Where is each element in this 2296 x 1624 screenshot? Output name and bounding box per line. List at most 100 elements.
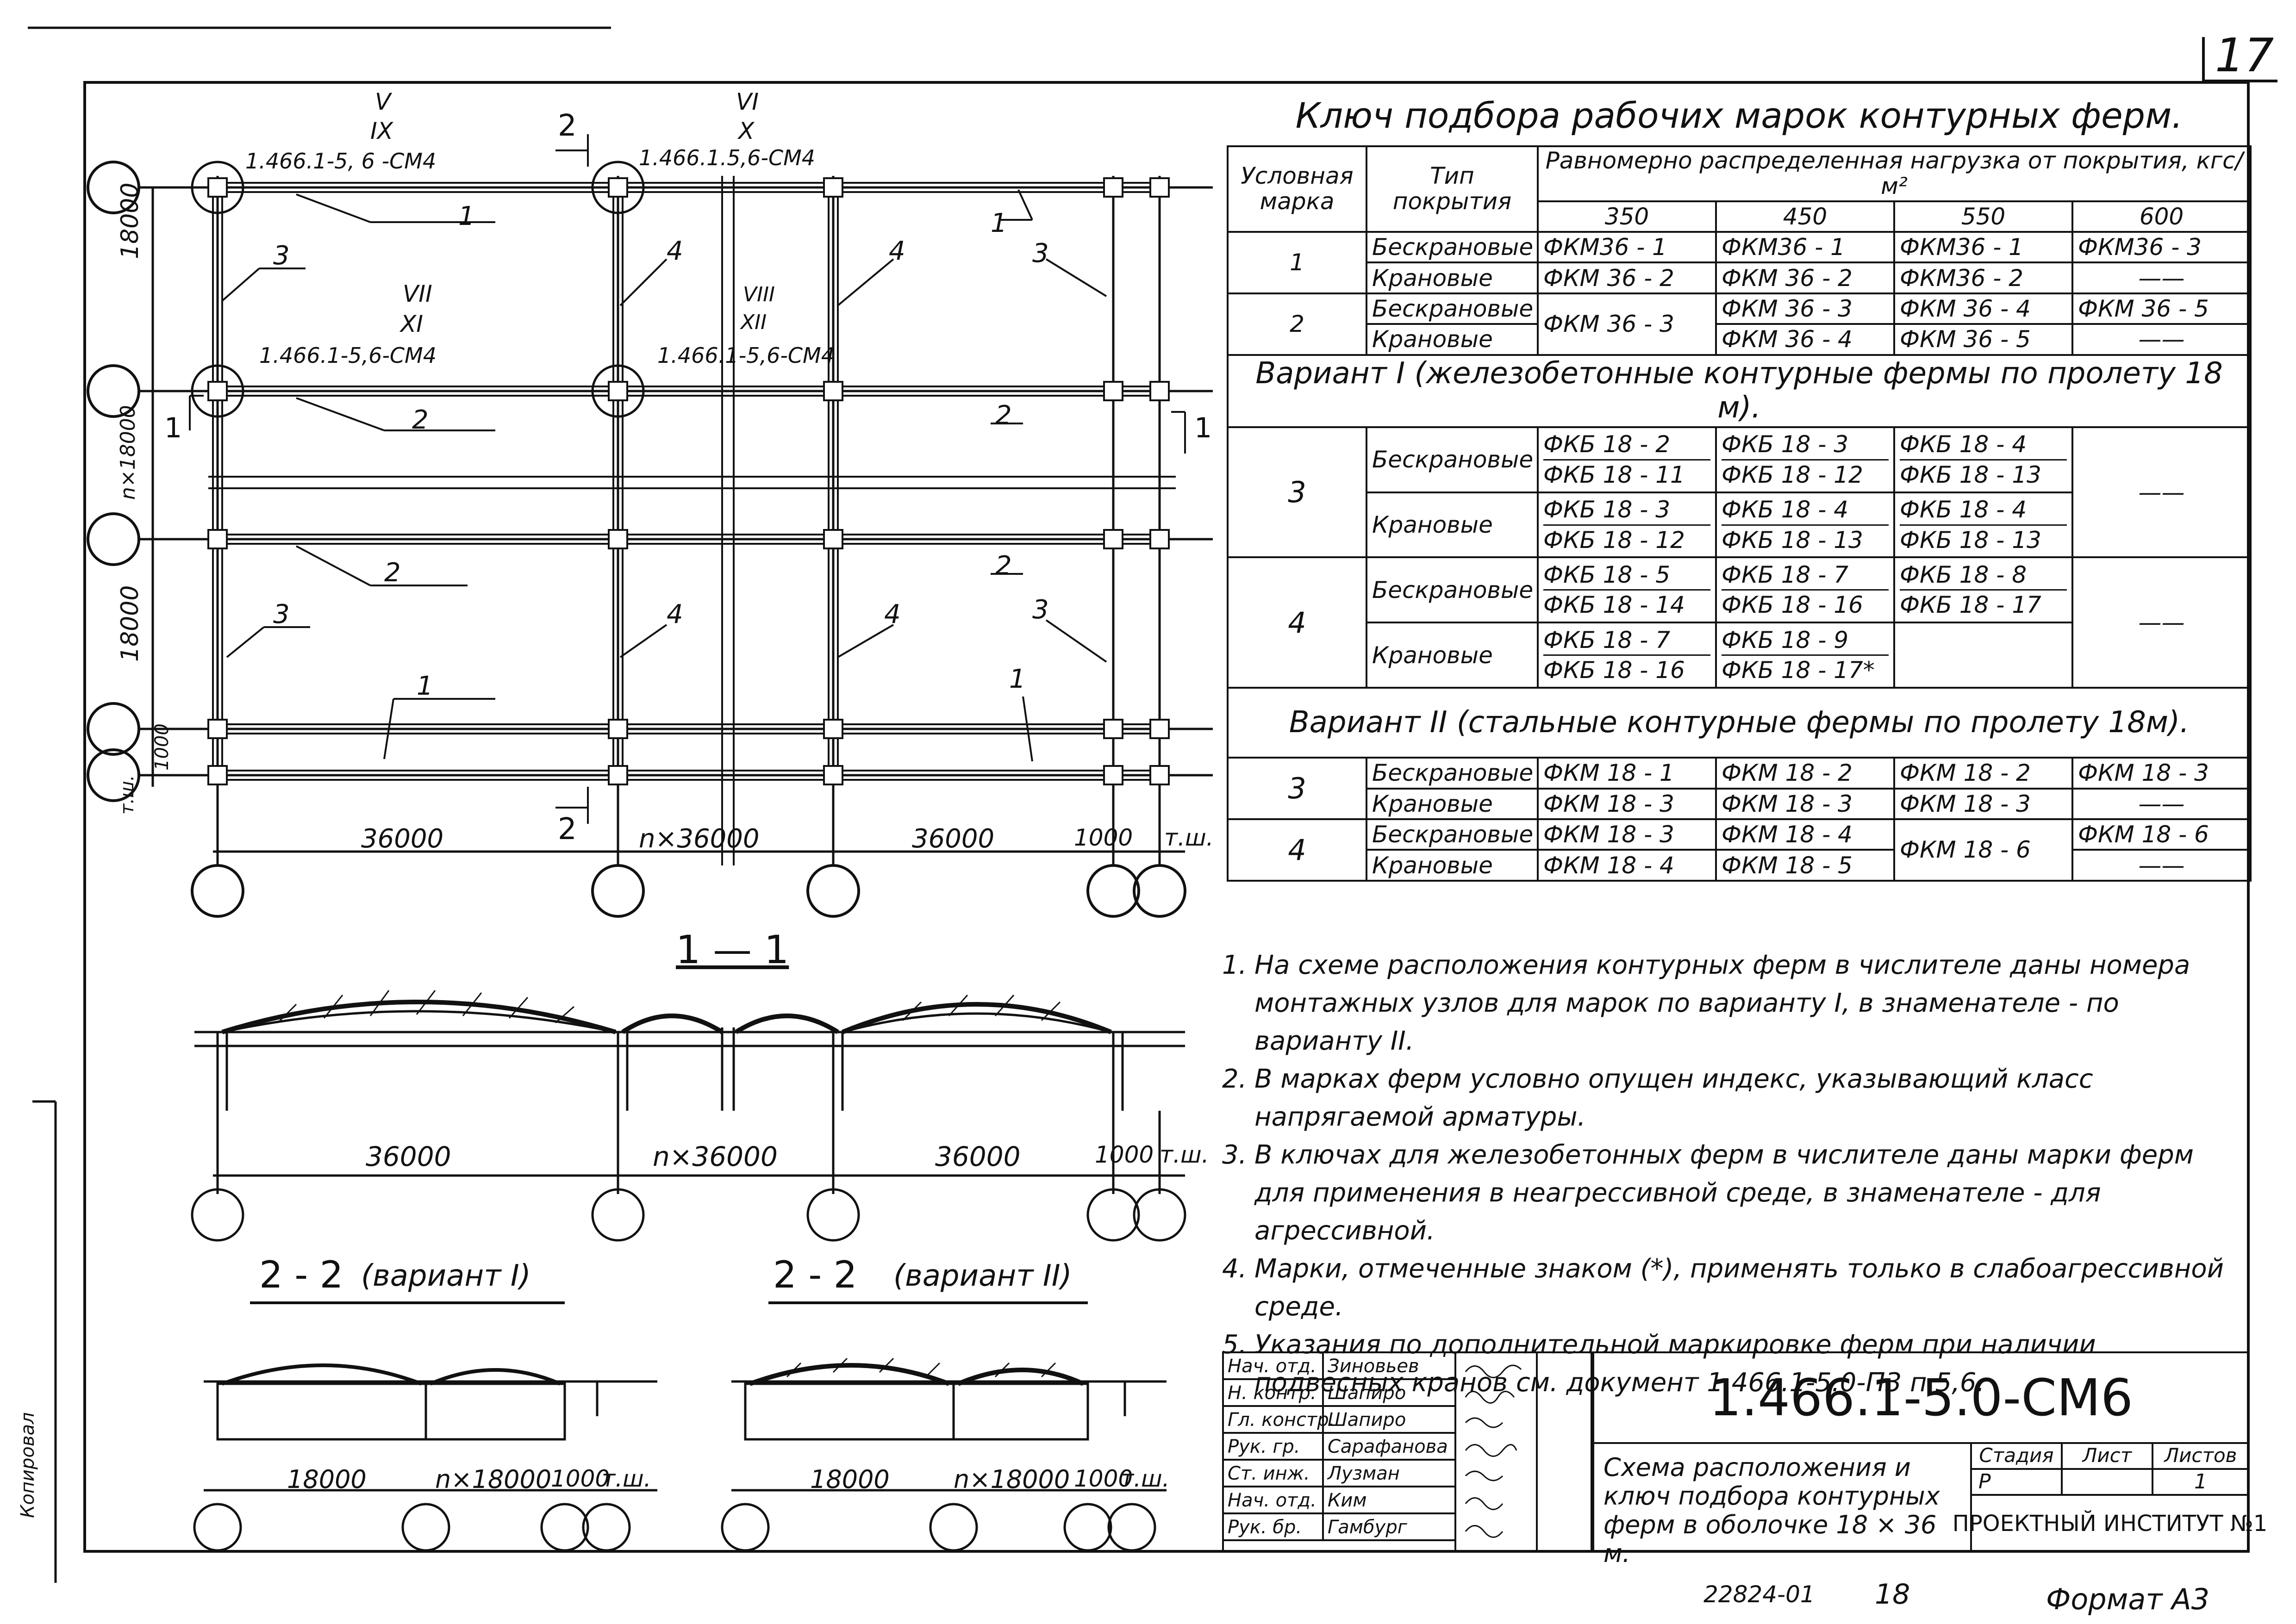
- key-num: ФКБ 18 - 7: [1543, 626, 1710, 656]
- callout: 3: [1032, 595, 1049, 625]
- stamp-name: Сарафанова: [1322, 1432, 1456, 1461]
- dim-horizontal: 18000: [810, 1465, 890, 1494]
- key-cell: ФКМ 18 - 6: [1893, 818, 2073, 882]
- variant-1-header: Вариант I (железобетонные контурные ферм…: [1226, 354, 2252, 428]
- selection-key-table: Ключ подбора рабочих марок контурных фер…: [1226, 86, 2252, 882]
- callout: 1: [1009, 664, 1026, 694]
- node-label-bottom: XII: [741, 311, 767, 334]
- key-mark: 1: [1227, 230, 1367, 294]
- dim-horizontal: 36000: [935, 1141, 1021, 1172]
- layout-plan: [87, 134, 1213, 918]
- dim-horizontal: n×18000: [435, 1465, 552, 1494]
- callout: 3: [273, 599, 290, 629]
- note-text: В ключах для железобетонных ферм в числи…: [1254, 1140, 2194, 1246]
- node-label-top: V: [375, 88, 391, 115]
- key-type: Крановые: [1366, 261, 1539, 294]
- dim-horizontal: т.ш.: [1164, 824, 1214, 851]
- dim-horizontal: 1000: [1074, 1465, 1133, 1492]
- key-mark: 4: [1227, 818, 1367, 882]
- callout: 4: [889, 236, 905, 266]
- stamp-name: Шапиро: [1322, 1405, 1456, 1434]
- sheets-value: 1: [2152, 1468, 2250, 1496]
- key-type: Крановые: [1366, 491, 1539, 559]
- section-mark: 2: [558, 812, 577, 846]
- node-label-bottom: IX: [370, 118, 393, 144]
- key-type: Бескрановые: [1366, 426, 1539, 493]
- node-label-bottom: XI: [400, 311, 423, 337]
- section-1-1-drawing: [191, 990, 1186, 1242]
- note-number: 3.: [1222, 1140, 1247, 1170]
- stamp-name: Лузман: [1322, 1459, 1456, 1487]
- stamp-role: Нач. отд.: [1222, 1486, 1324, 1514]
- key-type: Бескрановые: [1366, 230, 1539, 264]
- key-cell: ФКМ36 - 1: [1715, 230, 1895, 264]
- key-type: Крановые: [1366, 323, 1539, 356]
- node-label-top: VIII: [743, 283, 775, 306]
- note-item: 1.На схеме расположения контурных ферм в…: [1222, 946, 2231, 1060]
- dim-horizontal: n×36000: [639, 824, 760, 854]
- key-type: Крановые: [1366, 787, 1539, 820]
- section-2-2-title: 2 - 2: [259, 1253, 343, 1296]
- dim-horizontal: n×18000: [954, 1465, 1070, 1494]
- node-label-bottom: X: [738, 118, 755, 144]
- dim-horizontal: n×36000: [653, 1141, 778, 1172]
- section-1-1-title: 1 — 1: [676, 927, 789, 972]
- load-600: 600: [2071, 200, 2252, 233]
- key-num: ФКБ 18 - 8: [1900, 560, 2067, 591]
- key-cell: ——: [2071, 787, 2252, 820]
- key-cell: ФКМ36 - 2: [1893, 261, 2073, 294]
- stamp-name: Зиновьев: [1322, 1351, 1456, 1380]
- callout: 1: [458, 201, 475, 231]
- dim-horizontal: 36000: [912, 824, 995, 854]
- key-cell: ——: [2071, 261, 2252, 294]
- key-cell: ФКМ36 - 1: [1893, 230, 2073, 264]
- note-text: На схеме расположения контурных ферм в ч…: [1254, 950, 2190, 1056]
- key-den: ФКБ 18 - 14: [1543, 591, 1685, 619]
- sheet-label: Лист: [2061, 1442, 2153, 1470]
- sheet-value: [2061, 1468, 2153, 1496]
- note-number: 2.: [1222, 1064, 1247, 1094]
- node-ref: 1.466.1-5,6-СМ4: [657, 343, 835, 368]
- key-cell: ФКМ 36 - 3: [1715, 292, 1895, 325]
- key-cell: ФКМ 36 - 3: [1537, 292, 1717, 356]
- key-type: Крановые: [1366, 849, 1539, 882]
- key-mark: 3: [1227, 757, 1367, 820]
- stamp-name: Шапиро: [1322, 1378, 1456, 1407]
- key-cell: ФКМ 18 - 3: [1537, 787, 1717, 820]
- header-load: Равномерно распределенная нагрузка от по…: [1536, 145, 2252, 202]
- key-den: ФКБ 18 - 17*: [1722, 657, 1875, 684]
- callout: 3: [1032, 238, 1049, 268]
- section-mark: 1: [1194, 412, 1212, 444]
- header-cover-type: Тип покрытия: [1366, 145, 1539, 233]
- note-item: 2.В марках ферм условно опущен индекс, у…: [1222, 1060, 2231, 1136]
- key-num: ФКБ 18 - 9: [1722, 626, 1889, 656]
- dim-horizontal: 36000: [361, 824, 444, 854]
- section-2-2-variant: (вариант I): [361, 1259, 531, 1293]
- key-den: ФКБ 18 - 13: [1722, 526, 1863, 554]
- dim-horizontal: 18000: [287, 1465, 367, 1494]
- key-den: ФКБ 18 - 11: [1543, 461, 1685, 488]
- key-mark: 2: [1227, 292, 1367, 356]
- key-cell: ФКМ 18 - 4: [1715, 818, 1895, 851]
- sheets-label: Листов: [2152, 1442, 2250, 1470]
- signature-scribbles: [1465, 1364, 1522, 1538]
- key-num: ФКБ 18 - 2: [1543, 430, 1710, 460]
- callout: 4: [667, 236, 683, 266]
- doc-number-cell: 1.466.1-5.0-СМ6: [1592, 1351, 2250, 1444]
- header-mark: Условная марка: [1227, 145, 1367, 233]
- node-ref: 1.466.1-5,6-СМ4: [259, 343, 437, 368]
- key-den: ФКБ 18 - 13: [1900, 461, 2041, 488]
- key-cell: ФКМ 18 - 2: [1893, 757, 2073, 790]
- key-cell: ФКМ 18 - 5: [1715, 849, 1895, 882]
- key-mark: 4: [1227, 556, 1367, 689]
- key-cell: ФКМ 18 - 3: [1537, 818, 1717, 851]
- callout: 2: [412, 405, 429, 435]
- note-number: 4.: [1222, 1254, 1247, 1284]
- dim-horizontal: т.ш.: [1120, 1465, 1170, 1492]
- key-den: ФКБ 18 - 12: [1543, 526, 1685, 554]
